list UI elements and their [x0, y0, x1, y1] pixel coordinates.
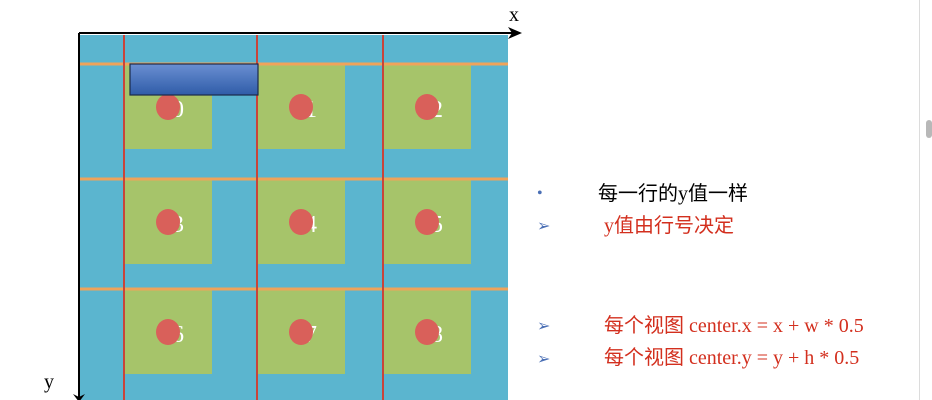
grid-cell-center-dot [289, 94, 313, 120]
x-axis-arrow-icon [508, 27, 522, 39]
grid-cell-center-dot [156, 94, 180, 120]
grid-cell-center-dot [289, 209, 313, 235]
window-edge-divider [919, 0, 920, 400]
x-axis-label: x [509, 4, 519, 26]
highlight-frame-bar [129, 63, 259, 96]
grid-cell-center-dot [415, 209, 439, 235]
grid-cell-center-dot [415, 94, 439, 120]
grid-cell-center-dot [289, 319, 313, 345]
grid-cell-center-dot [156, 209, 180, 235]
grid-cell-center-dot [415, 319, 439, 345]
grid-cell-center-dot [156, 319, 180, 345]
scrollbar-thumb[interactable] [926, 120, 932, 138]
y-axis-label: y [44, 371, 54, 393]
y-axis-arrow-icon [73, 394, 85, 400]
